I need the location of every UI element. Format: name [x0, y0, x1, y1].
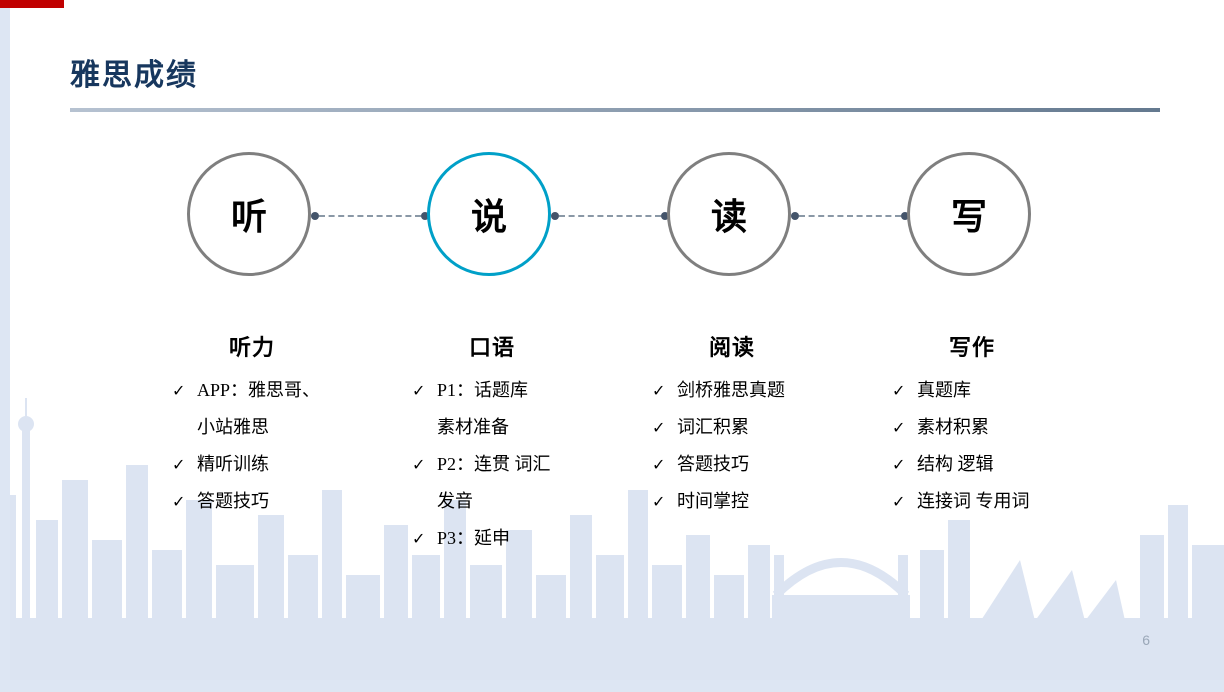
check-icon: ✓	[172, 455, 186, 474]
list-item: ✓ 剑桥雅思真题	[652, 372, 862, 409]
connector-dot	[311, 212, 319, 220]
list-item-text: P3：延申	[437, 528, 511, 548]
check-icon: ✓	[172, 492, 186, 511]
connector-dot	[421, 212, 429, 220]
list-item: ✓ 真题库	[892, 372, 1132, 409]
list-item-text: APP：雅思哥、 小站雅思	[197, 380, 321, 437]
connector-dash	[559, 215, 661, 217]
list-item: ✓ 时间掌控	[652, 483, 862, 520]
check-icon: ✓	[652, 492, 666, 511]
connector-dot	[661, 212, 669, 220]
slide-bottom-border	[0, 680, 1224, 692]
list-item-text: P2：连贯 词汇 发音	[437, 454, 551, 511]
check-icon: ✓	[652, 455, 666, 474]
list-item: ✓ P1：话题库 素材准备	[412, 372, 622, 446]
checklist-reading: ✓ 剑桥雅思真题 ✓ 词汇积累 ✓ 答题技巧 ✓ 时间掌控	[652, 372, 862, 520]
check-icon: ✓	[892, 455, 906, 474]
list-item-text: 时间掌控	[677, 491, 749, 511]
check-icon: ✓	[892, 418, 906, 437]
list-item-text: 精听训练	[197, 454, 269, 474]
circle-listening: 听	[187, 152, 311, 276]
connector-2	[551, 211, 669, 221]
list-item: ✓ P2：连贯 词汇 发音	[412, 446, 622, 520]
list-item: ✓ 结构 逻辑	[892, 446, 1132, 483]
page-number: 6	[1142, 632, 1150, 648]
list-item-text: 素材积累	[917, 417, 989, 437]
check-icon: ✓	[652, 418, 666, 437]
circle-listening-label: 听	[230, 196, 267, 237]
connector-dot	[901, 212, 909, 220]
checklist-listening: ✓ APP：雅思哥、 小站雅思 ✓ 精听训练 ✓ 答题技巧	[172, 372, 382, 520]
list-item: ✓ P3：延申	[412, 520, 622, 557]
list-item-text: 连接词 专用词	[917, 491, 1030, 511]
list-item-text: 词汇积累	[677, 417, 749, 437]
check-icon: ✓	[892, 492, 906, 511]
list-item: ✓ APP：雅思哥、 小站雅思	[172, 372, 382, 446]
circle-writing-label: 写	[950, 196, 987, 237]
list-item: ✓ 素材积累	[892, 409, 1132, 446]
circle-writing: 写	[907, 152, 1031, 276]
checklist-speaking: ✓ P1：话题库 素材准备 ✓ P2：连贯 词汇 发音 ✓ P3：延申	[412, 372, 622, 557]
list-item-text: 真题库	[917, 380, 971, 400]
list-item-text: P1：话题库 素材准备	[437, 380, 529, 437]
city-skyline-graphic	[0, 398, 1224, 680]
heading-writing: 写作	[948, 335, 995, 360]
circle-reading-label: 读	[710, 196, 747, 237]
title-divider	[70, 108, 1160, 112]
checklist-writing: ✓ 真题库 ✓ 素材积累 ✓ 结构 逻辑 ✓ 连接词 专用词	[892, 372, 1132, 520]
red-accent-bar	[0, 0, 64, 8]
check-icon: ✓	[412, 529, 426, 548]
list-item: ✓ 答题技巧	[172, 483, 382, 520]
check-icon: ✓	[412, 381, 426, 400]
connector-dash	[799, 215, 901, 217]
connector-3	[791, 211, 909, 221]
list-item: ✓ 答题技巧	[652, 446, 862, 483]
slide-left-border	[0, 0, 10, 692]
connector-1	[311, 211, 429, 221]
check-icon: ✓	[892, 381, 906, 400]
circle-speaking: 说	[427, 152, 551, 276]
circle-speaking-label: 说	[470, 196, 507, 237]
circle-reading: 读	[667, 152, 791, 276]
list-item-text: 答题技巧	[197, 491, 269, 511]
list-item: ✓ 精听训练	[172, 446, 382, 483]
slide-title: 雅思成绩	[70, 59, 198, 92]
list-item-text: 剑桥雅思真题	[677, 380, 785, 400]
connector-dash	[319, 215, 421, 217]
heading-listening: 听力	[228, 335, 275, 360]
check-icon: ✓	[172, 381, 186, 400]
check-icon: ✓	[652, 381, 666, 400]
list-item-text: 结构 逻辑	[917, 454, 994, 474]
heading-reading: 阅读	[708, 335, 755, 360]
heading-speaking: 口语	[468, 335, 515, 360]
check-icon: ✓	[412, 455, 426, 474]
list-item: ✓ 词汇积累	[652, 409, 862, 446]
connector-dot	[791, 212, 799, 220]
connector-dot	[551, 212, 559, 220]
list-item-text: 答题技巧	[677, 454, 749, 474]
list-item: ✓ 连接词 专用词	[892, 483, 1132, 520]
